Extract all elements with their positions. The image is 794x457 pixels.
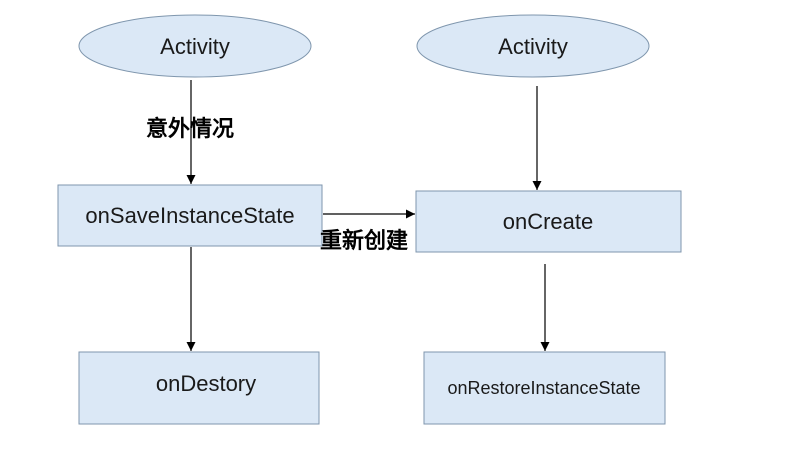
activity-right-label: Activity [498, 34, 568, 59]
on-save-instance-state-shape [57, 184, 323, 247]
on-restore-instance-state-label: onRestoreInstanceState [447, 378, 640, 398]
on-save-instance-state-node: onSaveInstanceState [57, 184, 323, 247]
on-create-shape [415, 190, 682, 253]
activity-right-node: Activity [416, 14, 650, 78]
activity-left-node: Activity [78, 14, 312, 78]
on-destory-node: onDestory [78, 351, 320, 425]
on-save-instance-state-label: onSaveInstanceState [85, 203, 294, 228]
on-restore-instance-state-shape [423, 351, 666, 425]
on-create-label: onCreate [503, 209, 594, 234]
activity-left-label: Activity [160, 34, 230, 59]
activity-right-shape [416, 14, 650, 78]
edge-label-recreate: 重新创建 [320, 228, 408, 254]
edge-label-unexpected: 意外情况 [146, 116, 234, 142]
on-destory-shape [78, 351, 320, 425]
activity-left-shape [78, 14, 312, 78]
on-restore-instance-state-node: onRestoreInstanceState [423, 351, 666, 425]
on-destory-label: onDestory [156, 371, 256, 396]
on-create-node: onCreate [415, 190, 682, 253]
